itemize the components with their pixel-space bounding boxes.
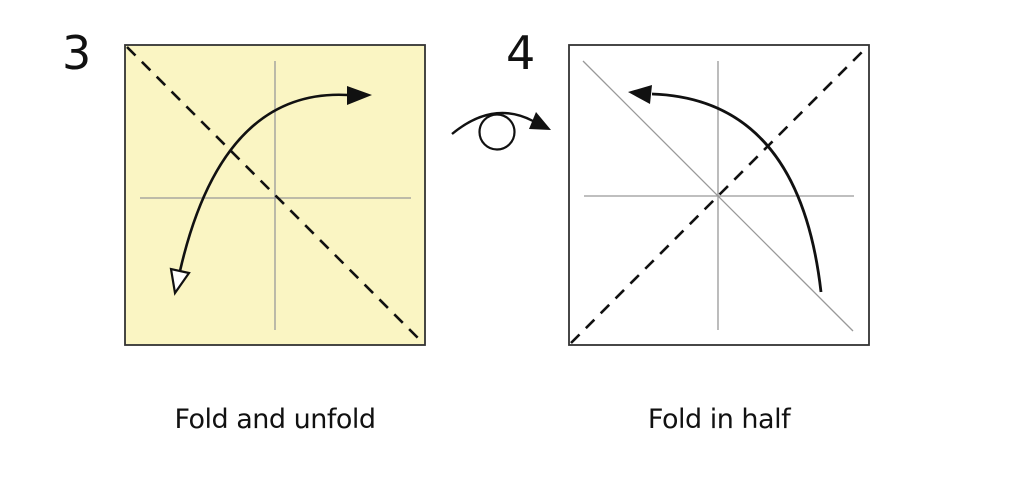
fold-arrow-curve — [651, 92, 823, 293]
fold-arrow-solid-head-icon — [347, 86, 372, 105]
step-4-fold-arrow — [628, 85, 823, 293]
step-3-fold-and-unfold-arrow — [169, 86, 372, 296]
step-3-caption: Fold and unfold — [174, 404, 376, 435]
step-3-panel — [124, 44, 426, 346]
step-4-diagonal-crease-line — [582, 60, 854, 332]
fold-arrow-solid-head-icon — [628, 85, 652, 104]
step-4-panel — [568, 44, 870, 346]
turn-over-arrow-head-icon — [529, 112, 551, 130]
turn-over-icon — [451, 111, 551, 151]
turn-over-circle-icon — [478, 113, 516, 151]
step-3-number: 3 — [62, 26, 91, 80]
step-4-caption: Fold in half — [647, 404, 791, 435]
unfold-arrow-open-head-icon — [169, 267, 191, 296]
step-4-number: 4 — [506, 26, 535, 80]
step-3-valley-fold-dashed-line — [126, 46, 424, 344]
fold-arrow-curve — [178, 93, 349, 272]
turn-over-arrow-curve — [451, 111, 534, 135]
step-4-valley-fold-dashed-line — [570, 47, 867, 344]
